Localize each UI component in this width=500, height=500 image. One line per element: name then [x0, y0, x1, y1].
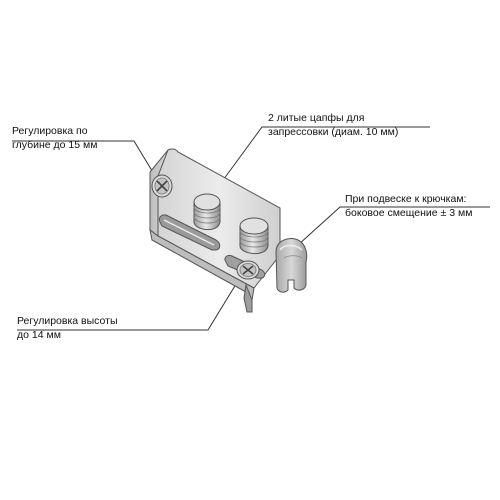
callout-depth-adjustment: Регулировка по глубине до 15 мм	[12, 124, 97, 152]
pin-icon	[239, 217, 269, 254]
bracket-hook-tab	[243, 283, 253, 313]
callout-depth-line1: Регулировка по	[12, 125, 88, 137]
callout-pins-line2: запрессовки (диам. 10 мм)	[268, 126, 399, 138]
callout-pins-line1: 2 литые цапфы для	[268, 112, 365, 124]
callout-cast-pins: 2 литые цапфы для запрессовки (диам. 10 …	[268, 111, 398, 139]
callout-depth-line2: глубине до 15 мм	[12, 139, 98, 151]
callout-hook-line1: При подвеске к крючкам:	[345, 193, 467, 205]
callout-hook-line2: боковое смещение ± 3 мм	[345, 207, 473, 219]
callout-height-line2: до 14 мм	[17, 329, 61, 341]
callout-hook-offset: При подвеске к крючкам: боковое смещение…	[345, 192, 472, 220]
leader-hook	[297, 206, 490, 246]
pin-icon	[193, 193, 221, 230]
callout-height-adjustment: Регулировка высоты до 14 мм	[17, 314, 118, 342]
leader-height	[17, 270, 245, 331]
depth-slot-highlight	[163, 219, 215, 246]
leader-pins	[217, 126, 430, 188]
hook-clip-icon	[275, 238, 308, 293]
callout-height-line1: Регулировка высоты	[17, 315, 118, 327]
screw-icon	[151, 174, 173, 198]
screw-icon	[236, 260, 260, 280]
